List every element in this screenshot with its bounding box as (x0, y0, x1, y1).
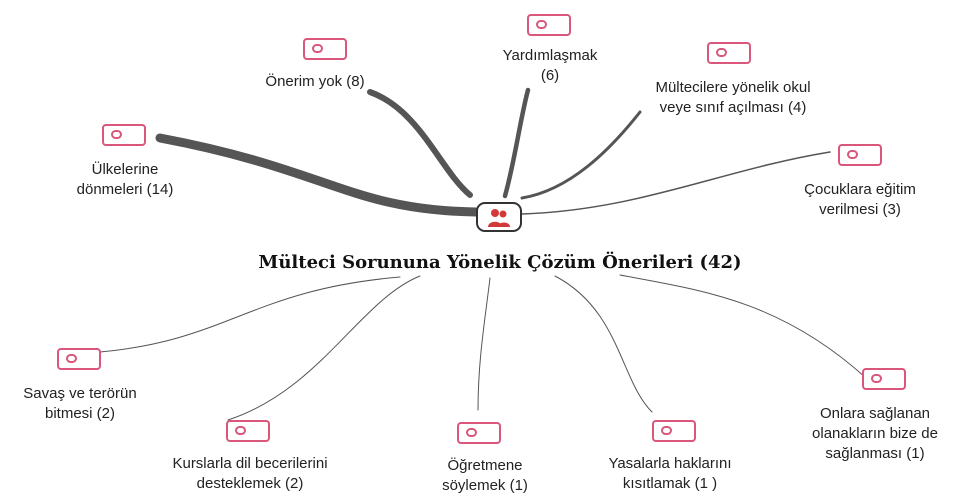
code-label-savas-teror: Savaş ve terörün bitmesi (2) (23, 385, 137, 422)
branch-egitim (521, 151, 831, 215)
diagram-title: Mülteci Sorununa Yönelik Çözüm Önerileri… (258, 252, 742, 273)
code-icon[interactable] (838, 144, 882, 166)
branch-olanaklar (619, 274, 867, 379)
code-label-onerim-yok: Önerim yok (8) (265, 73, 365, 90)
users-icon (488, 209, 510, 227)
code-label-kurslar: Kurslarla dil becerilerini desteklemek (… (172, 455, 328, 492)
branch-yardimlasmak (502, 87, 531, 199)
branch-onerim-yok (367, 89, 473, 198)
code-label-olanaklar: Onlara sağlanan olanakların bize de sağl… (812, 405, 938, 462)
code-icon[interactable] (457, 422, 501, 444)
code-label-ogretmene: Öğretmene söylemek (1) (442, 457, 528, 494)
code-label-egitim: Çocuklara eğitim verilmesi (3) (804, 181, 916, 218)
central-node[interactable] (476, 202, 522, 232)
code-label-ulkelerine: Ülkelerine dönmeleri (14) (76, 161, 174, 198)
branch-yasalar (554, 275, 653, 413)
branch-ogretmene (477, 277, 491, 411)
code-icon[interactable] (57, 348, 101, 370)
branch-ulkelerine (155, 133, 481, 217)
code-icon[interactable] (226, 420, 270, 442)
branch-okul-sinif (520, 110, 642, 200)
code-label-okul-sinif: Mültecilere yönelik okul veye sınıf açıl… (655, 79, 811, 116)
branch-kurslar (227, 275, 421, 421)
code-icon[interactable] (652, 420, 696, 442)
code-icon[interactable] (862, 368, 906, 390)
branch-savas-teror (99, 276, 401, 353)
code-icon[interactable] (527, 14, 571, 36)
code-icon[interactable] (707, 42, 751, 64)
code-label-yasalar: Yasalarla haklarını kısıtlamak (1 ) (608, 455, 732, 492)
code-label-yardimlasmak: Yardımlaşmak (6) (502, 47, 598, 84)
code-icon[interactable] (102, 124, 146, 146)
code-icon[interactable] (303, 38, 347, 60)
